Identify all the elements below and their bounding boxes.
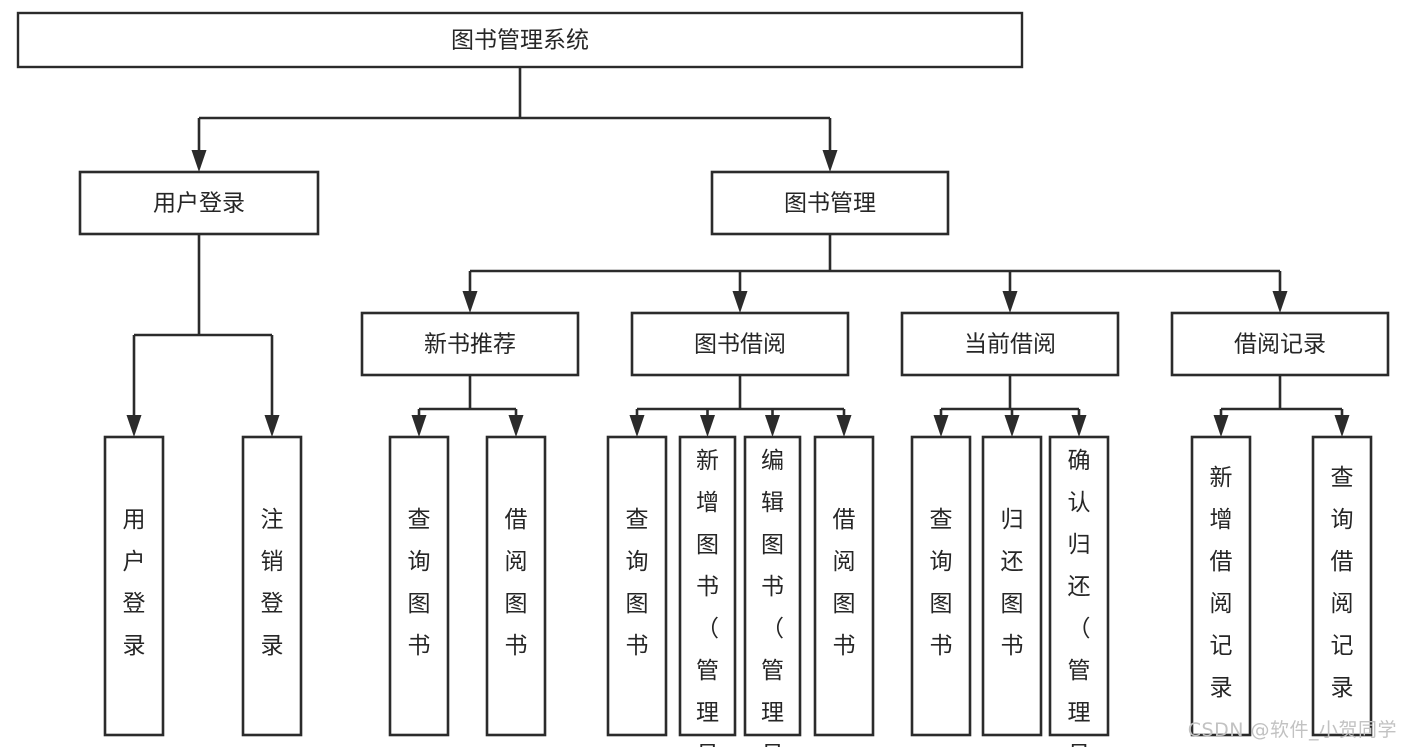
node-box-leaf-rec-query[interactable] [1311, 435, 1373, 737]
node-box-leaf-user-logout[interactable] [241, 435, 303, 737]
node-label-leaf-cur-confirm: 确认归还（管理员） [1068, 448, 1091, 747]
node-box-leaf-rec-add[interactable] [1190, 435, 1252, 737]
node-label-leaf-rec-add: 新增借阅记录 [1210, 465, 1233, 701]
node-box-leaf-bk-edit[interactable] [743, 435, 802, 737]
node-label-leaf-bk-query: 查询图书 [626, 507, 649, 659]
node-box-login[interactable] [78, 170, 320, 236]
node-label-borrow: 图书借阅 [694, 332, 786, 358]
node-leaf-user-login[interactable]: 用户登录 [103, 435, 165, 737]
node-label-leaf-nb-query: 查询图书 [408, 507, 431, 659]
node-label-leaf-user-login: 用户登录 [123, 507, 146, 659]
node-leaf-bk-query[interactable]: 查询图书 [606, 435, 668, 737]
node-label-leaf-bk-edit: 编辑图书（管理员） [761, 448, 784, 747]
node-label-login: 用户登录 [153, 191, 245, 217]
node-leaf-bk-edit[interactable]: 编辑图书（管理员） [743, 435, 802, 747]
node-leaf-bk-add[interactable]: 新增图书（管理员） [678, 435, 737, 747]
node-layer: 图书管理系统用户登录图书管理新书推荐图书借阅当前借阅借阅记录用户登录注销登录查询… [16, 11, 1390, 747]
node-box-leaf-bk-add[interactable] [678, 435, 737, 737]
node-leaf-rec-add[interactable]: 新增借阅记录 [1190, 435, 1252, 737]
node-label-bookmgmt: 图书管理 [784, 191, 876, 217]
node-leaf-cur-return[interactable]: 归还图书 [981, 435, 1043, 737]
node-box-current[interactable] [900, 311, 1120, 377]
node-box-root[interactable] [16, 11, 1024, 69]
node-leaf-bk-borrow[interactable]: 借阅图书 [813, 435, 875, 737]
node-label-leaf-cur-query: 查询图书 [930, 507, 953, 659]
node-box-bookmgmt[interactable] [710, 170, 950, 236]
node-box-leaf-cur-confirm[interactable] [1048, 435, 1110, 737]
csdn-watermark: CSDN @软件_小贺同学 [1187, 719, 1397, 741]
node-box-leaf-nb-borrow[interactable] [485, 435, 547, 737]
node-box-records[interactable] [1170, 311, 1390, 377]
node-root[interactable]: 图书管理系统 [16, 11, 1024, 69]
node-leaf-nb-borrow[interactable]: 借阅图书 [485, 435, 547, 737]
edge-layer [126, 67, 1350, 437]
node-current[interactable]: 当前借阅 [900, 311, 1120, 377]
node-newbook[interactable]: 新书推荐 [360, 311, 580, 377]
node-leaf-user-logout[interactable]: 注销登录 [241, 435, 303, 737]
node-label-leaf-rec-query: 查询借阅记录 [1331, 465, 1354, 701]
node-label-records: 借阅记录 [1234, 332, 1326, 358]
node-leaf-rec-query[interactable]: 查询借阅记录 [1311, 435, 1373, 737]
node-box-leaf-bk-query[interactable] [606, 435, 668, 737]
node-box-leaf-user-login[interactable] [103, 435, 165, 737]
node-label-leaf-nb-borrow: 借阅图书 [505, 507, 528, 659]
node-leaf-nb-query[interactable]: 查询图书 [388, 435, 450, 737]
node-box-borrow[interactable] [630, 311, 850, 377]
node-records[interactable]: 借阅记录 [1170, 311, 1390, 377]
node-box-leaf-nb-query[interactable] [388, 435, 450, 737]
node-box-leaf-cur-query[interactable] [910, 435, 972, 737]
node-box-leaf-bk-borrow[interactable] [813, 435, 875, 737]
node-box-leaf-cur-return[interactable] [981, 435, 1043, 737]
node-label-newbook: 新书推荐 [424, 332, 516, 358]
node-borrow[interactable]: 图书借阅 [630, 311, 850, 377]
node-label-leaf-user-logout: 注销登录 [261, 507, 284, 659]
node-login[interactable]: 用户登录 [78, 170, 320, 236]
node-label-leaf-bk-borrow: 借阅图书 [833, 507, 856, 659]
node-leaf-cur-query[interactable]: 查询图书 [910, 435, 972, 737]
node-bookmgmt[interactable]: 图书管理 [710, 170, 950, 236]
node-label-root: 图书管理系统 [451, 28, 589, 54]
node-label-leaf-cur-return: 归还图书 [1001, 507, 1024, 659]
node-leaf-cur-confirm[interactable]: 确认归还（管理员） [1048, 435, 1110, 747]
node-label-leaf-bk-add: 新增图书（管理员） [696, 448, 719, 747]
node-box-newbook[interactable] [360, 311, 580, 377]
node-label-current: 当前借阅 [964, 332, 1056, 358]
